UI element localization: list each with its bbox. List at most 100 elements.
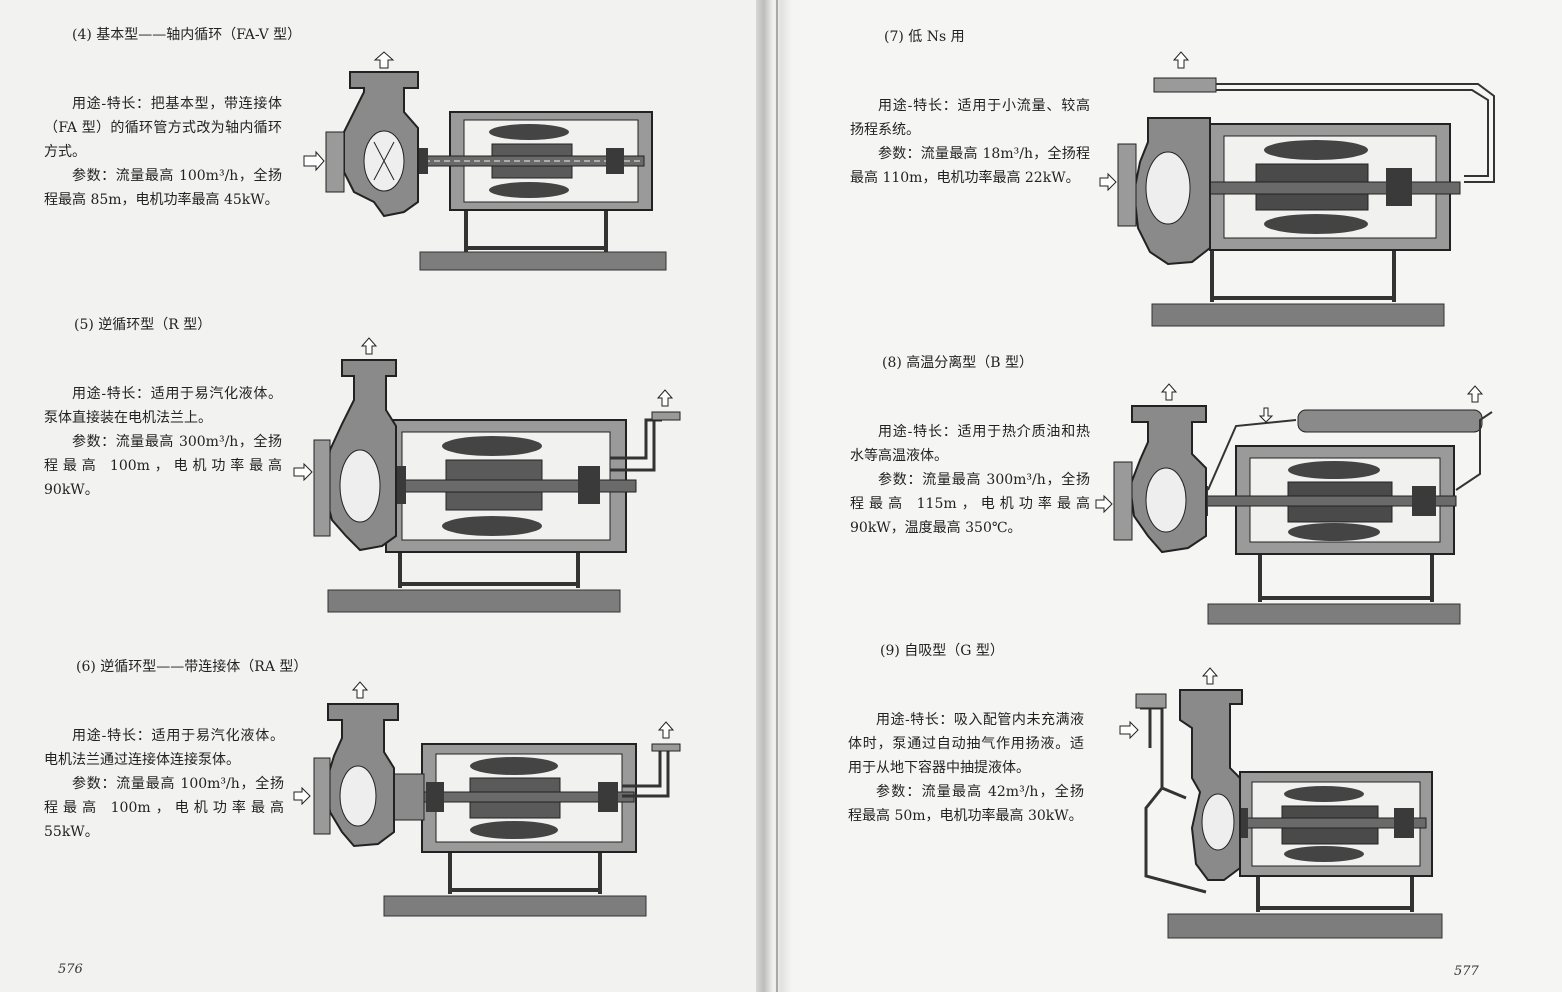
pump-diagram-fa-v (303, 51, 674, 274)
cooling-jacket (1297, 409, 1483, 433)
circulation-pipe (1216, 83, 1495, 183)
bearing (598, 782, 618, 812)
gutter-shadow (776, 0, 778, 992)
stator-winding (442, 516, 542, 536)
usage-paragraph: 用途-特长：适用于小流量、较高扬程系统。 (850, 98, 1090, 138)
section-heading-fa-v: (4) 基本型——轴内循环（FA-V 型） (72, 27, 302, 43)
impeller (339, 449, 381, 523)
section-heading-ra: (6) 逆循环型——带连接体（RA 型） (76, 659, 308, 675)
outlet-arrow-icon (351, 681, 369, 699)
motor-stand (1256, 872, 1414, 912)
impeller (339, 765, 377, 827)
inlet-flange (313, 757, 331, 835)
base-plate (419, 251, 667, 271)
section-text-low-ns: 用途-特长：适用于小流量、较高扬程系统。 参数：流量最高 18m³/h，全扬程最… (850, 94, 1090, 190)
bearing (426, 782, 444, 812)
inlet-flange (1113, 461, 1133, 541)
coolant-in-arrow-icon (1258, 407, 1274, 423)
stator-winding (442, 436, 542, 456)
outlet-arrow-icon (1201, 667, 1219, 685)
page-number-right: 577 (1454, 964, 1479, 979)
section-heading-g: (9) 自吸型（G 型） (880, 643, 1004, 659)
pump-casing (1179, 689, 1243, 881)
section-text-g: 用途-特长：吸入配管内未充满液体时，泵通过自动抽气作用扬液。适用于从地下容器中抽… (848, 708, 1084, 828)
usage-paragraph: 用途-特长：适用于易汽化液体。泵体直接装在电机法兰上。 (44, 386, 282, 426)
section-heading-b: (8) 高温分离型（B 型） (882, 355, 1034, 371)
stator-winding (1264, 214, 1368, 234)
bearing (578, 466, 600, 504)
outlet-arrow-icon (360, 337, 378, 355)
pump-diagram-b (1095, 383, 1516, 630)
motor-stand (398, 550, 580, 588)
outlet-arrow-icon (373, 51, 395, 69)
outlet-flange (1153, 77, 1217, 93)
usage-paragraph: 用途-特长：把基本型，带连接体（FA 型）的循环管方式改为轴内循环方式。 (44, 96, 282, 160)
pump-diagram-g (1119, 667, 1452, 944)
suction-flange (1135, 693, 1167, 709)
base-plate (1167, 913, 1443, 939)
pipe-flange (651, 411, 681, 421)
impeller (1145, 467, 1187, 533)
bearing (1412, 486, 1436, 516)
stator-winding (470, 757, 558, 775)
impeller (1201, 793, 1235, 851)
inlet-arrow-icon (1119, 720, 1139, 740)
connector-body (389, 773, 425, 821)
stator-winding (470, 821, 558, 839)
section-text-r: 用途-特长：适用于易汽化液体。泵体直接装在电机法兰上。 参数：流量最高 300m… (44, 382, 282, 502)
circulation-pipe (1207, 411, 1493, 491)
usage-paragraph: 用途-特长：吸入配管内未充满液体时，泵通过自动抽气作用扬液。适用于从地下容器中抽… (848, 712, 1084, 776)
bearing (1386, 168, 1412, 206)
recirculation-pipe (622, 750, 670, 798)
params-paragraph: 参数：流量最高 300m³/h，全扬程最高 100m，电机功率最高 90kW。 (44, 434, 282, 498)
stator-winding (1288, 461, 1380, 479)
pipe-flange (651, 743, 681, 752)
inlet-arrow-icon (293, 462, 313, 482)
params-paragraph: 参数：流量最高 42m³/h，全扬程最高 50m，电机功率最高 30kW。 (848, 784, 1084, 824)
section-text-ra: 用途-特长：适用于易汽化液体。电机法兰通过连接体连接泵体。 参数：流量最高 10… (44, 724, 284, 844)
inlet-arrow-icon (1099, 172, 1117, 192)
book-gutter (756, 0, 792, 992)
inlet-arrow-icon (293, 786, 311, 806)
base-plate (1207, 603, 1461, 625)
pump-diagram-ra (293, 681, 694, 918)
section-heading-r: (5) 逆循环型（R 型） (74, 317, 212, 333)
pump-diagram-r (293, 337, 696, 616)
inlet-flange (325, 131, 345, 193)
inlet-flange (313, 439, 331, 537)
motor-stand (1210, 248, 1396, 302)
base-plate (327, 589, 621, 613)
stator-winding (1264, 140, 1368, 160)
inlet-arrow-icon (303, 150, 325, 172)
usage-paragraph: 用途-特长：适用于易汽化液体。电机法兰通过连接体连接泵体。 (44, 728, 284, 768)
section-heading-low-ns: (7) 低 Ns 用 (884, 29, 965, 45)
section-text-b: 用途-特长：适用于热介质油和热水等高温液体。 参数：流量最高 300m³/h，全… (850, 420, 1090, 540)
shaft (1169, 181, 1461, 195)
stator-winding (1288, 523, 1380, 541)
usage-paragraph: 用途-特长：适用于热介质油和热水等高温液体。 (850, 424, 1090, 464)
base-plate (383, 895, 647, 917)
vent-arrow-icon (1466, 385, 1484, 403)
params-paragraph: 参数：流量最高 18m³/h，全扬程最高 110m，电机功率最高 22kW。 (850, 146, 1090, 186)
stator-winding (489, 182, 569, 198)
vent-arrow-icon (656, 389, 674, 407)
pump-diagram-low-ns (1098, 51, 1518, 332)
outlet-arrow-icon (1160, 383, 1178, 401)
impeller-vanes (373, 141, 395, 181)
bearing (1394, 808, 1414, 838)
motor-stand (448, 848, 602, 894)
params-paragraph: 参数：流量最高 300m³/h，全扬程最高 115m，电机功率最高 90kW，温… (850, 472, 1090, 536)
vent-arrow-icon (657, 721, 675, 739)
section-text-fa-v: 用途-特长：把基本型，带连接体（FA 型）的循环管方式改为轴内循环方式。 参数：… (44, 92, 282, 212)
params-paragraph: 参数：流量最高 100m³/h，全扬程最高 100m，电机功率最高 55kW。 (44, 776, 284, 840)
base-plate (1151, 303, 1445, 327)
impeller (1145, 151, 1191, 225)
bearing (606, 148, 624, 174)
stator-winding (489, 124, 569, 140)
page-number-left: 576 (58, 962, 83, 977)
inlet-arrow-icon (1095, 494, 1113, 514)
motor-stand (1258, 546, 1434, 602)
params-paragraph: 参数：流量最高 100m³/h，全扬程最高 85m，电机功率最高 45kW。 (44, 168, 282, 208)
inlet-flange (1117, 143, 1137, 227)
stator-winding (1284, 786, 1364, 802)
